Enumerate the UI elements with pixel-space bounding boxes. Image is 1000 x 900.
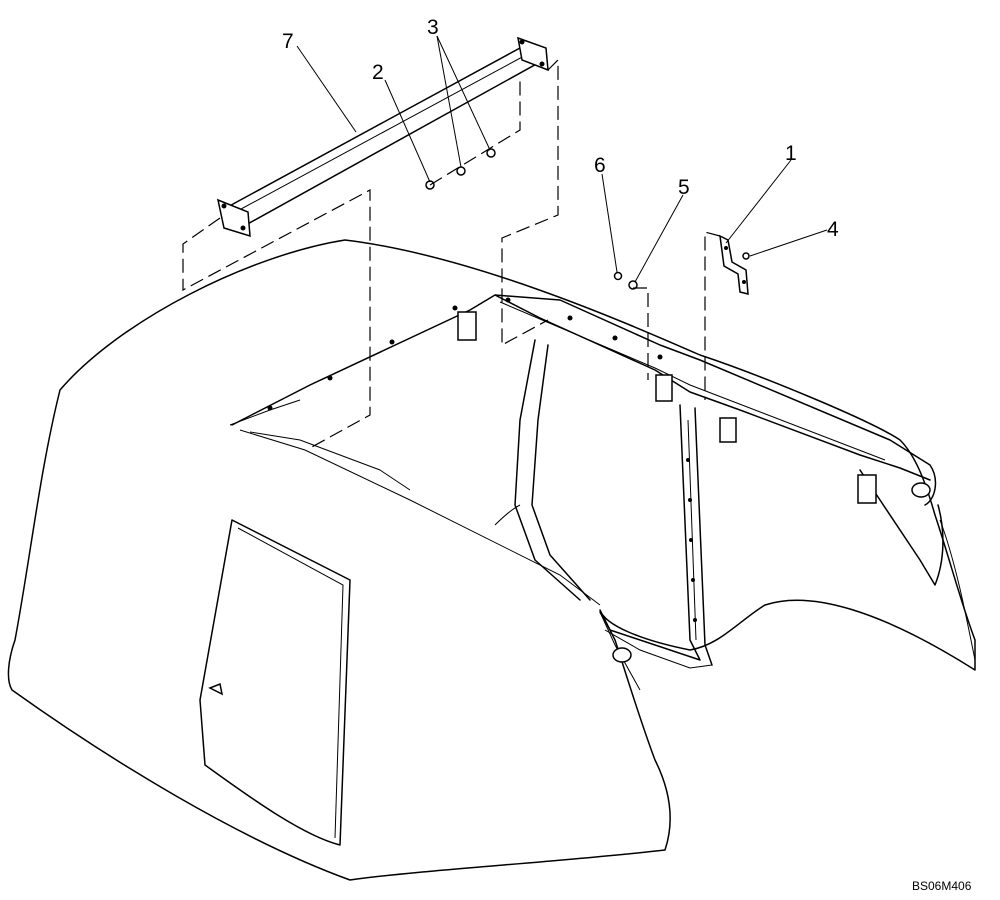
callout-2: 2 xyxy=(372,61,384,84)
callouts: 7 2 3 1 4 5 6 xyxy=(282,16,839,241)
roof-bracket-left xyxy=(457,311,477,341)
washer-part-5 xyxy=(628,280,638,290)
emblem-lower xyxy=(612,647,632,663)
drawing-number: BS06M406 xyxy=(912,879,972,893)
fender-bracket xyxy=(857,474,877,504)
roof-bracket-right xyxy=(719,417,737,443)
callout-3: 3 xyxy=(427,16,439,39)
cab-body xyxy=(7,239,976,881)
bolt-part-6 xyxy=(613,271,623,281)
emblem-upper xyxy=(911,482,931,498)
callout-4: 4 xyxy=(827,218,839,241)
callout-6: 6 xyxy=(594,154,606,177)
assembly-phantom-lines xyxy=(182,58,721,449)
callout-5: 5 xyxy=(678,176,690,199)
nut-part-4 xyxy=(742,252,750,260)
callout-1: 1 xyxy=(785,142,797,165)
callout-7: 7 xyxy=(282,30,294,53)
roof-bracket-center xyxy=(655,374,673,402)
leader-lines xyxy=(296,35,828,283)
fasteners-part-5-6 xyxy=(613,271,638,290)
bracket-part-1 xyxy=(719,234,750,295)
washer-part-3-b xyxy=(486,148,496,158)
fasteners-part-2-3 xyxy=(425,148,496,190)
